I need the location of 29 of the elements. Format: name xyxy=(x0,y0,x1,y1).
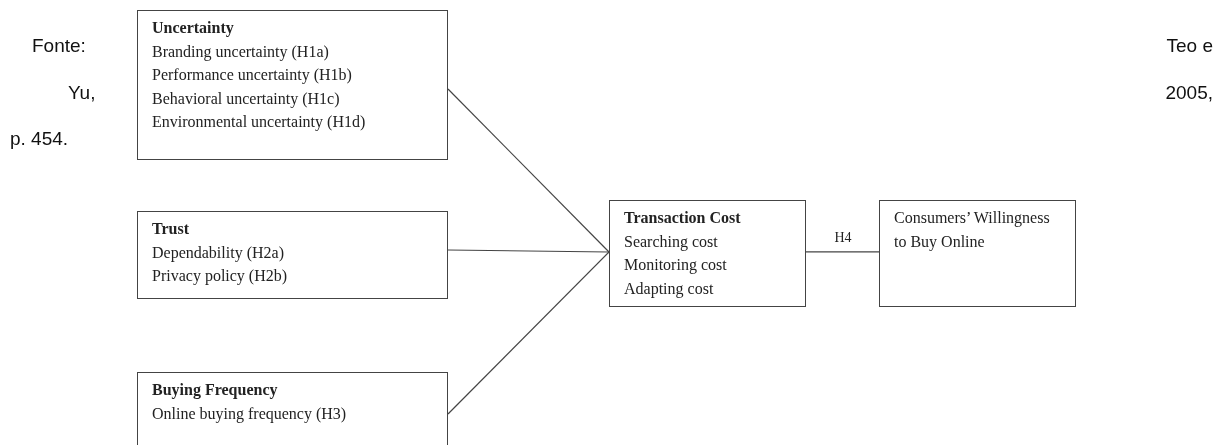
concept-box xyxy=(137,211,448,299)
box-text: Behavioral uncertainty (H1c) xyxy=(152,88,341,110)
box-heading: Transaction Cost xyxy=(624,208,742,228)
connector-line xyxy=(447,251,610,415)
box-text: Environmental uncertainty (H1d) xyxy=(152,112,367,133)
box-text: Monitoring cost xyxy=(624,255,728,276)
source-note-text: Fonte: xyxy=(32,35,86,57)
box-heading: Uncertainty xyxy=(152,18,235,39)
box-text: Adapting cost xyxy=(624,278,715,300)
concept-box xyxy=(879,200,1076,307)
box-text: Consumers’ Willingness to Buy Online xyxy=(894,208,1051,253)
source-note-text: Teo e xyxy=(1166,35,1213,57)
box-text: Searching cost xyxy=(624,231,719,253)
source-note-text: Yu, xyxy=(68,82,96,104)
concept-box xyxy=(137,10,448,160)
box-text: Online buying frequency (H3) xyxy=(152,403,348,425)
box-heading: Trust xyxy=(152,219,191,239)
concept-box xyxy=(609,200,806,307)
box-heading: Buying Frequency xyxy=(152,380,279,401)
source-note-text: 2005, xyxy=(1165,82,1213,104)
box-text: Performance uncertainty (H1b) xyxy=(152,65,353,86)
connector-line xyxy=(447,88,610,253)
box-text: Branding uncertainty (H1a) xyxy=(152,41,330,63)
concept-box xyxy=(137,372,448,445)
source-note-text: p. 454. xyxy=(10,128,69,150)
box-text: Dependability (H2a) xyxy=(152,242,285,264)
connector-line xyxy=(805,251,880,253)
box-text: Privacy policy (H2b) xyxy=(152,266,289,287)
connector-line xyxy=(447,249,610,253)
